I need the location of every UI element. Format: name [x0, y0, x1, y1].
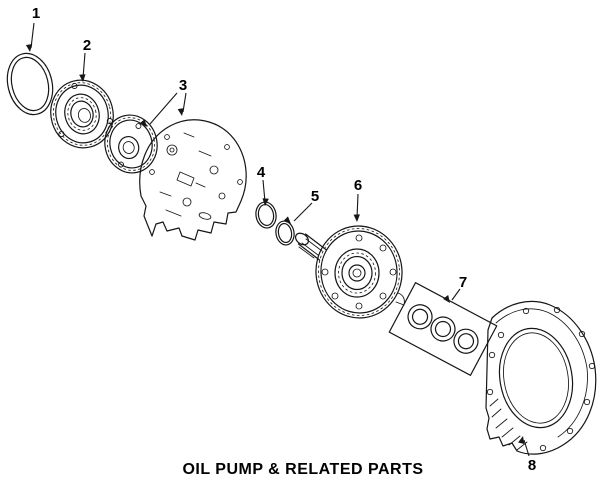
part-3-plate-drawing — [104, 114, 247, 241]
part-5-o-ring-drawing — [275, 220, 295, 246]
part-6-arrow — [353, 193, 360, 222]
diagram-caption: OIL PUMP & RELATED PARTS — [182, 461, 423, 478]
part-2-seal-drawing — [50, 79, 114, 149]
part-4-label[interactable]: 4 — [257, 164, 266, 181]
part-3-arrow — [139, 92, 187, 127]
part-6-label[interactable]: 6 — [354, 177, 362, 194]
part-4-arrow — [262, 179, 269, 206]
part-7-label[interactable]: 7 — [459, 274, 467, 291]
part-8-label[interactable]: 8 — [528, 457, 536, 474]
part-2-label[interactable]: 2 — [83, 37, 91, 54]
part-1-o-ring-drawing — [6, 52, 54, 116]
part-8-housing-drawing — [485, 300, 597, 455]
part-8-arrow — [518, 436, 530, 457]
part-1-arrow — [25, 22, 35, 52]
part-1-label[interactable]: 1 — [32, 5, 40, 22]
part-7-seal-kit-drawing — [388, 282, 498, 376]
part-5-arrow — [283, 202, 313, 224]
part-4-o-ring-drawing — [255, 201, 277, 229]
part-6-oil-pump-drawing — [294, 225, 405, 319]
part-5-label[interactable]: 5 — [311, 188, 319, 205]
part-2-arrow — [79, 52, 86, 82]
part-3-label[interactable]: 3 — [179, 77, 187, 94]
part-7-arrow — [443, 288, 461, 303]
